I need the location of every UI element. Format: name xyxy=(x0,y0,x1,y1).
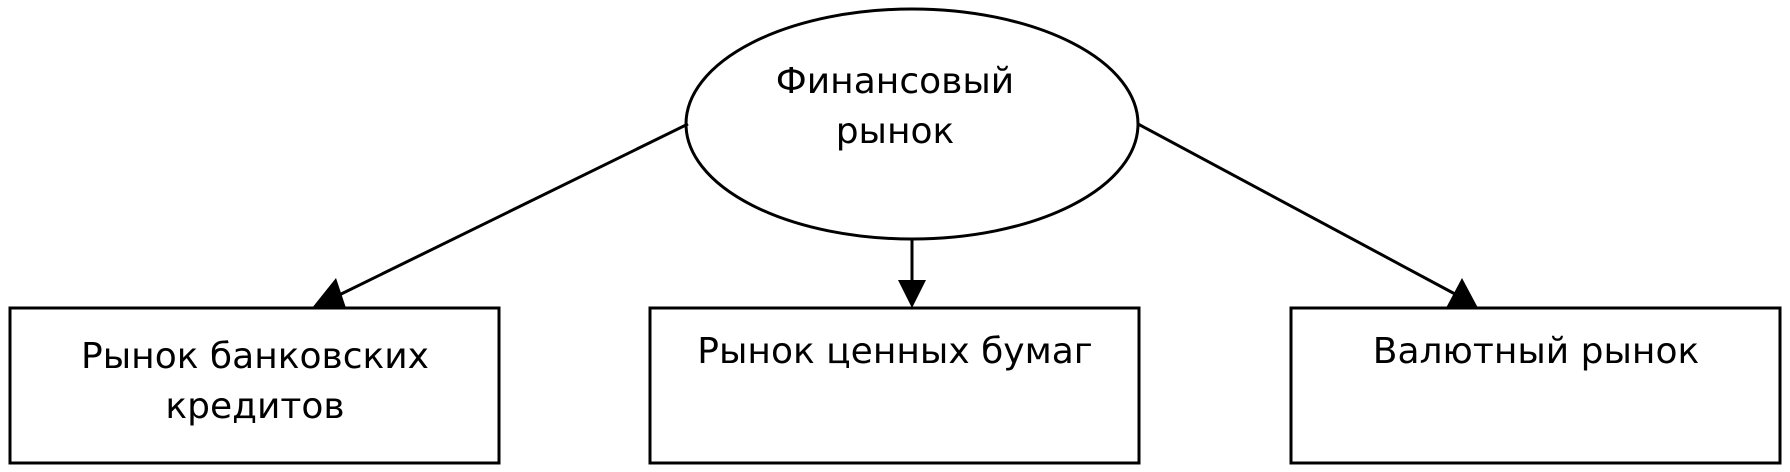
child-box-bank-credits xyxy=(8,306,501,465)
child-box-securities xyxy=(648,306,1141,465)
child-label-currency: Валютный рынок xyxy=(1372,331,1700,372)
arrowhead-center xyxy=(898,280,926,308)
connector-left xyxy=(332,122,689,300)
arrowhead-right xyxy=(1446,278,1478,308)
child-box-currency xyxy=(1289,306,1782,465)
connector-right xyxy=(1137,122,1456,296)
arrowhead-left xyxy=(312,278,346,308)
child-label-securities: Рынок ценных бумаг xyxy=(697,331,1093,372)
